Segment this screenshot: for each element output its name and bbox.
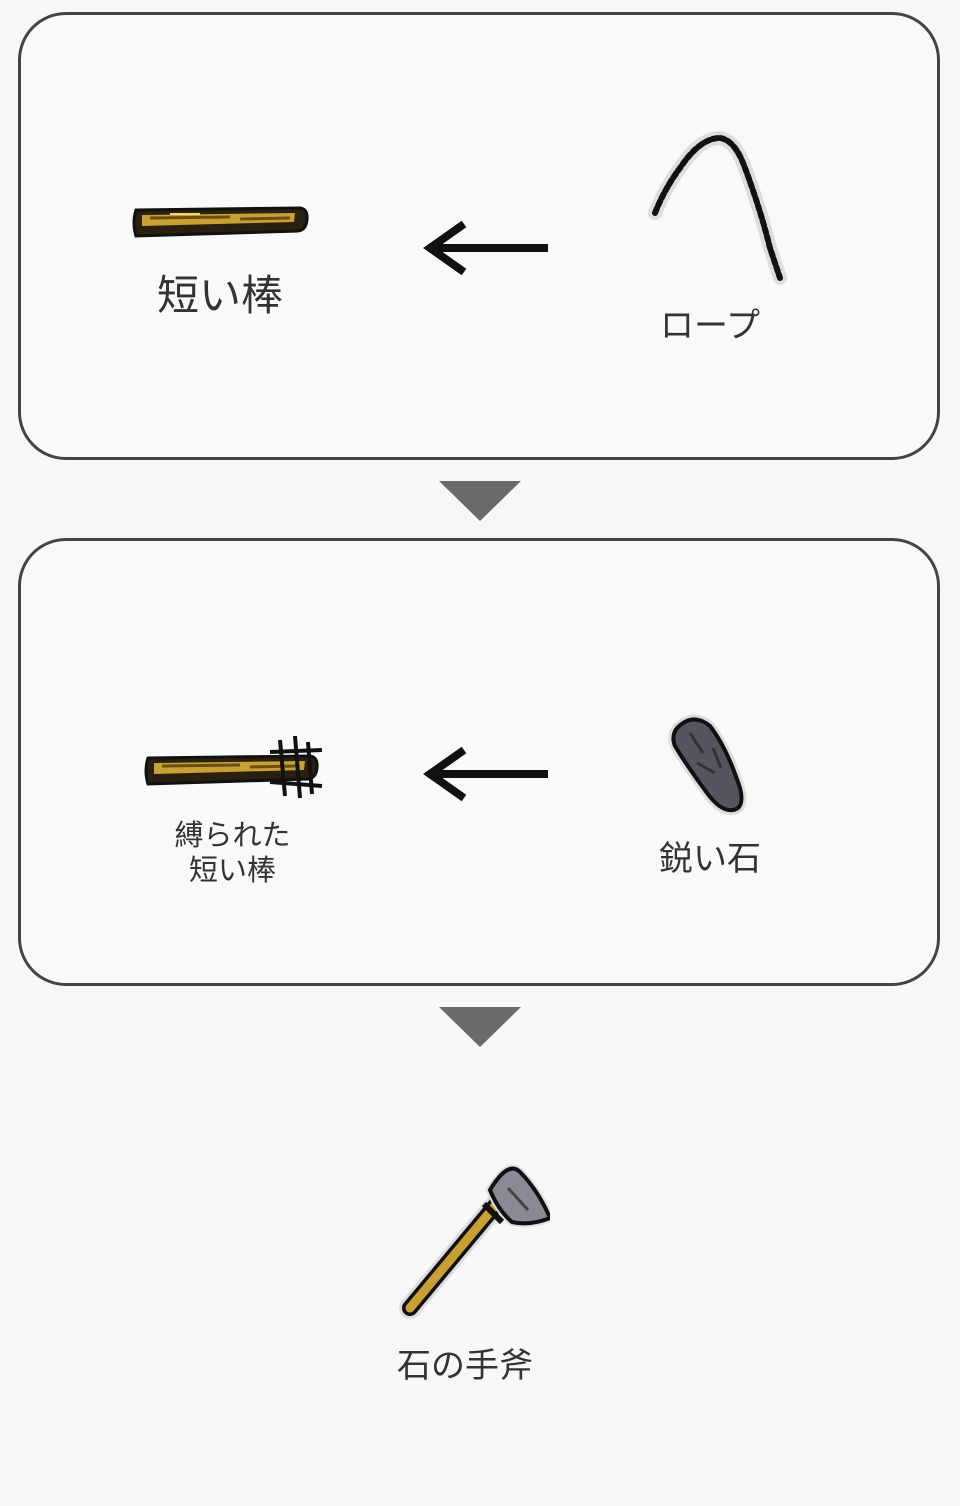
rope-label: ロープ [660, 306, 760, 346]
stone-hand-axe-label: 石の手斧 [397, 1346, 533, 1386]
sharp-stone-label: 鋭い石 [659, 839, 761, 879]
bound-short-stick-label-line1: 縛られた [174, 818, 291, 852]
short-stick-icon [132, 206, 309, 238]
left-arrow-icon [423, 220, 548, 276]
bound-short-stick-label-line2: 短い棒 [188, 852, 276, 887]
stone-hand-axe-icon [399, 1164, 550, 1319]
stone-hand-axe-item[interactable]: 石の手斧 [365, 1160, 565, 1385]
bound-short-stick-item[interactable]: 縛られた 短い棒 [135, 730, 330, 888]
left-arrow-icon [423, 746, 548, 802]
short-stick-item[interactable]: 短い棒 [120, 200, 320, 319]
bound-short-stick-icon [144, 735, 323, 799]
rope-item[interactable]: ロープ [610, 128, 810, 345]
short-stick-label: 短い棒 [156, 271, 283, 320]
sharp-stone-item[interactable]: 鋭い石 [610, 708, 810, 878]
down-arrow-icon [439, 1007, 521, 1047]
sharp-stone-icon [668, 714, 747, 816]
rope-icon [648, 130, 787, 285]
down-arrow-icon [439, 481, 521, 521]
